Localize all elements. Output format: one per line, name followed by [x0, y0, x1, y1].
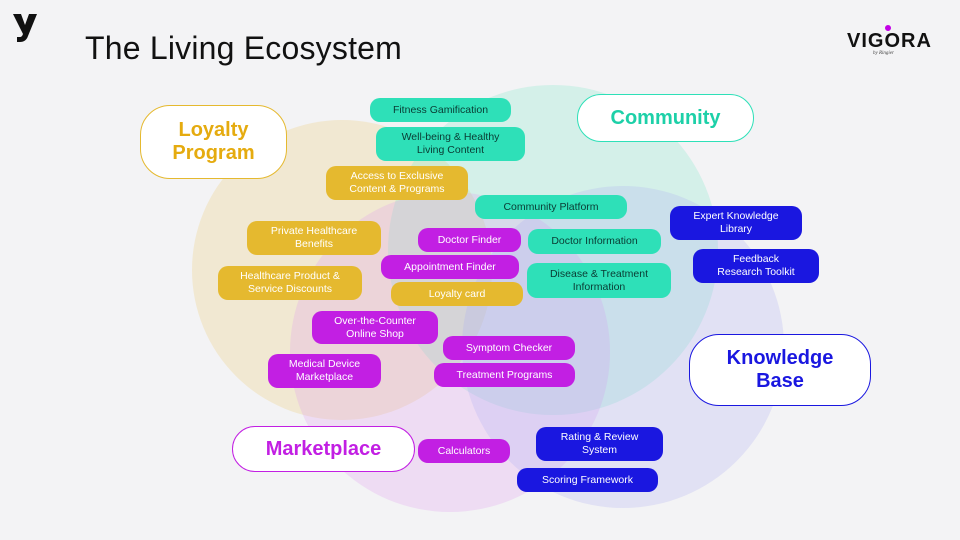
disease-treatment-pill: Disease & Treatment Information — [527, 263, 671, 298]
brand-sub: by Ringier — [873, 51, 894, 56]
treatment-programs-pill: Treatment Programs — [434, 363, 575, 387]
wellbeing-content-pill: Well-being & Healthy Living Content — [376, 127, 525, 161]
loyalty-card-pill: Loyalty card — [391, 282, 523, 306]
doctor-information-pill: Doctor Information — [528, 229, 661, 254]
exclusive-content-pill: Access to Exclusive Content & Programs — [326, 166, 468, 200]
brand-logo: VIGORA by Ringier — [847, 25, 947, 56]
private-healthcare-pill: Private Healthcare Benefits — [247, 221, 381, 255]
page-title: The Living Ecosystem — [85, 30, 403, 66]
brand-dot-icon — [885, 25, 891, 31]
marketplace-label: Marketplace — [232, 426, 415, 472]
loyalty-program-label: Loyalty Program — [140, 105, 287, 179]
expert-library-pill: Expert Knowledge Library — [670, 206, 802, 240]
medical-device-pill: Medical Device Marketplace — [268, 354, 381, 388]
brand-name: VIGORA — [847, 30, 932, 52]
product-discounts-pill: Healthcare Product & Service Discounts — [218, 266, 362, 300]
scoring-framework-pill: Scoring Framework — [517, 468, 658, 492]
company-logo-icon — [13, 14, 37, 42]
community-platform-pill: Community Platform — [475, 195, 627, 219]
doctor-finder-pill: Doctor Finder — [418, 228, 521, 252]
knowledge-base-label: Knowledge Base — [689, 334, 871, 406]
fitness-gamification-pill: Fitness Gamification — [370, 98, 511, 122]
community-label: Community — [577, 94, 754, 142]
feedback-toolkit-pill: Feedback Research Toolkit — [693, 249, 819, 283]
calculators-pill: Calculators — [418, 439, 510, 463]
rating-review-pill: Rating & Review System — [536, 427, 663, 461]
otc-shop-pill: Over-the-Counter Online Shop — [312, 311, 438, 344]
symptom-checker-pill: Symptom Checker — [443, 336, 575, 360]
appointment-finder-pill: Appointment Finder — [381, 255, 519, 279]
